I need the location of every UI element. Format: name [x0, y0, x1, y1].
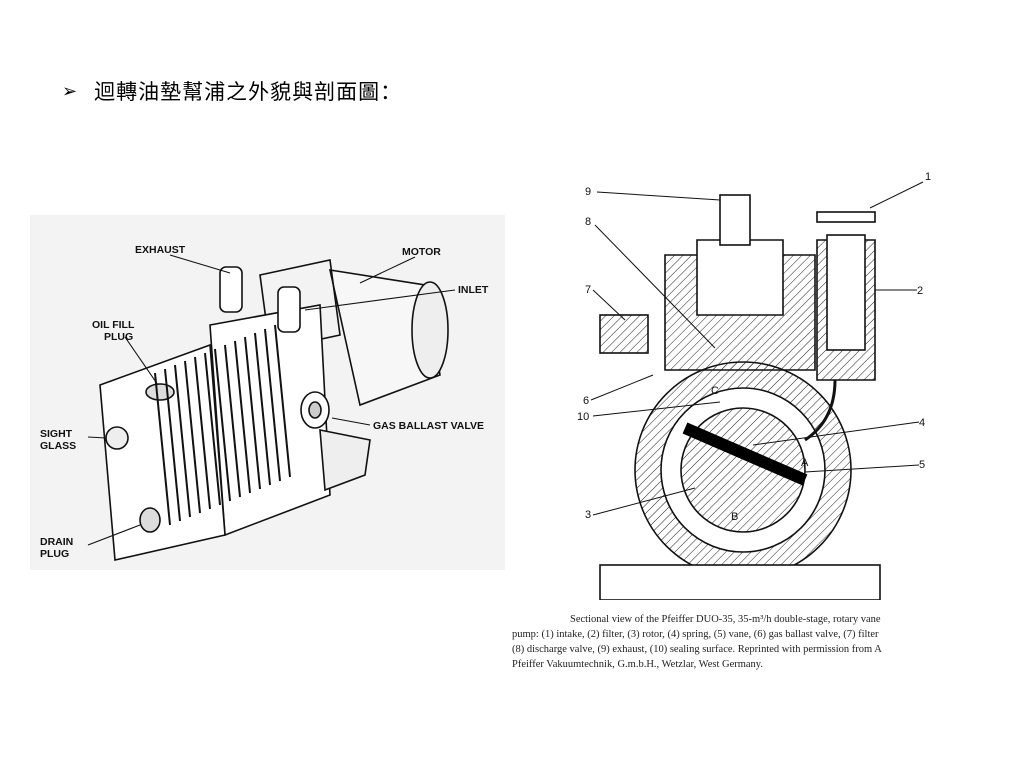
callout-3: 3: [585, 509, 591, 521]
caption-line-3: (8) discharge valve, (9) exhaust, (10) s…: [512, 644, 882, 655]
figure-caption: Sectional view of the Pfeiffer DUO-35, 3…: [512, 612, 990, 672]
callout-1: 1: [925, 171, 931, 183]
label-sight-line2: GLASS: [40, 440, 76, 452]
pump-exterior-figure: EXHAUST MOTOR INLET OIL FILL PLUG SIGHT …: [30, 215, 505, 570]
pump-exterior-drawing: [99, 259, 449, 561]
callout-6: 6: [583, 395, 589, 407]
section-drawing: [599, 194, 881, 600]
label-oil-fill-line1: OIL FILL: [92, 319, 135, 331]
pump-section-figure: 9 1 8 7 2 6 10 4 5 3 A B C: [577, 171, 931, 600]
label-gas-ballast-valve: GAS BALLAST VALVE: [373, 420, 484, 432]
callout-7: 7: [585, 284, 591, 296]
section-leader-lines: [590, 181, 924, 516]
callout-a: A: [801, 457, 809, 469]
label-drain-line1: DRAIN: [40, 536, 73, 548]
label-exhaust: EXHAUST: [135, 244, 186, 256]
arrow-bullet-icon: ➢: [62, 80, 79, 102]
label-drain-line2: PLUG: [40, 548, 69, 560]
label-inlet: INLET: [458, 284, 489, 296]
label-oil-fill-line2: PLUG: [104, 331, 133, 343]
callout-c: C: [711, 385, 719, 397]
callout-b: B: [731, 511, 738, 523]
slide-title: 迴轉油墊幫浦之外貌與剖面圖：: [94, 80, 403, 104]
callout-2: 2: [917, 285, 923, 297]
label-motor: MOTOR: [402, 246, 441, 258]
callout-4: 4: [919, 417, 925, 429]
callout-10: 10: [577, 411, 589, 423]
callout-8: 8: [585, 216, 591, 228]
caption-line-4: Pfeiffer Vakuumtechnik, G.m.b.H., Wetzla…: [512, 659, 763, 670]
slide-heading: ➢ 迴轉油墊幫浦之外貌與剖面圖：: [62, 76, 402, 106]
caption-line-2: pump: (1) intake, (2) filter, (3) rotor,…: [512, 629, 879, 640]
callout-9: 9: [585, 186, 591, 198]
label-sight-line1: SIGHT: [40, 428, 73, 440]
caption-line-1: Sectional view of the Pfeiffer DUO-35, 3…: [570, 614, 881, 625]
callout-5: 5: [919, 459, 925, 471]
